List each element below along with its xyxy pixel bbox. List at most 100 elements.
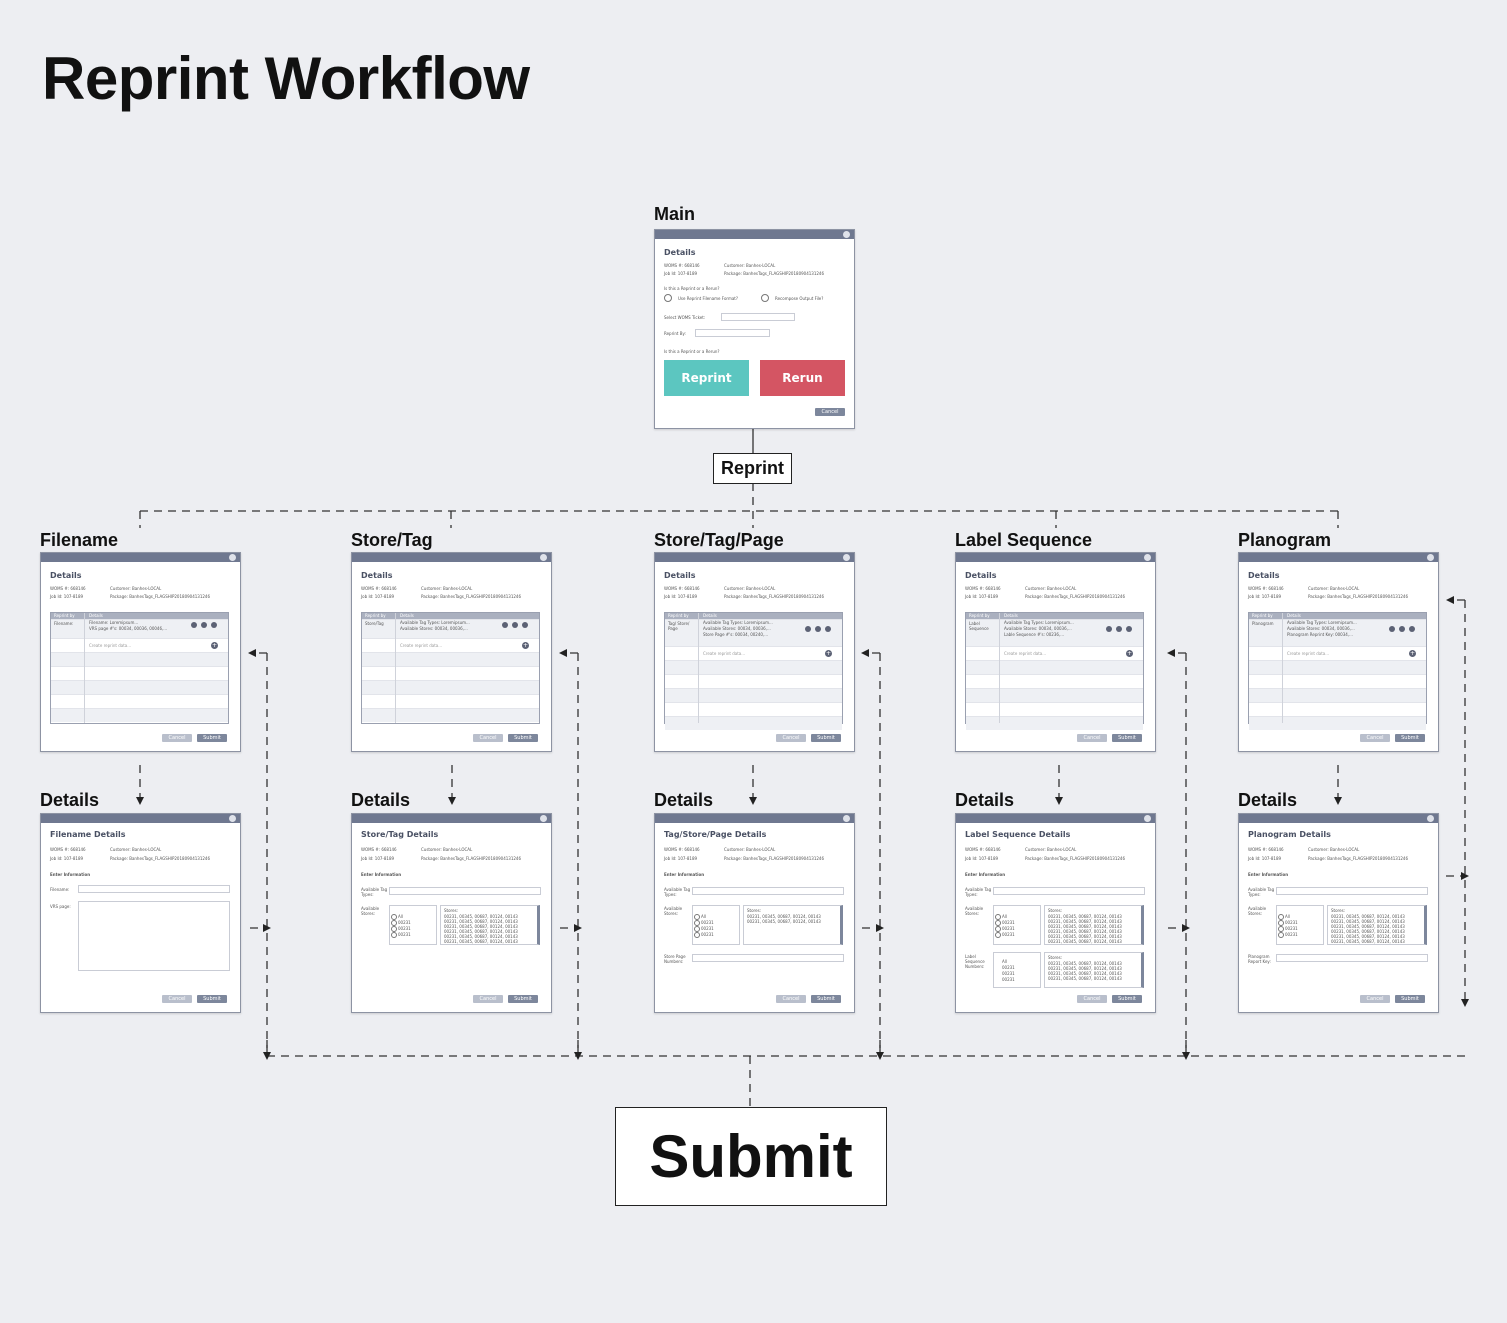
store-radio[interactable] <box>1278 926 1284 932</box>
submit-button[interactable]: Submit <box>197 995 227 1003</box>
copy-icon[interactable] <box>1399 626 1405 632</box>
woms-ticket-select[interactable] <box>721 313 795 321</box>
store-option[interactable]: 00231 <box>701 926 714 931</box>
add-icon[interactable]: + <box>211 642 218 649</box>
store-radio[interactable] <box>995 932 1001 938</box>
store-option[interactable]: 00231 <box>1002 932 1015 937</box>
store-option[interactable]: 00231 <box>398 932 411 937</box>
add-icon[interactable]: + <box>1409 650 1416 657</box>
radio-recompose[interactable] <box>761 294 769 302</box>
submit-button[interactable]: Submit <box>811 995 841 1003</box>
tag-types-select[interactable] <box>1276 887 1428 895</box>
radio-reprint-filename[interactable] <box>664 294 672 302</box>
add-icon[interactable]: + <box>522 642 529 649</box>
store-option[interactable]: All <box>398 914 403 919</box>
copy-icon[interactable] <box>815 626 821 632</box>
window-close-icon[interactable] <box>540 554 547 561</box>
store-radio[interactable] <box>391 920 397 926</box>
delete-icon[interactable] <box>1126 626 1132 632</box>
window-close-icon[interactable] <box>229 815 236 822</box>
reprint-by-select[interactable] <box>695 329 770 337</box>
store-radio[interactable] <box>995 926 1001 932</box>
store-radio[interactable] <box>1278 932 1284 938</box>
submit-button[interactable]: Submit <box>508 734 538 742</box>
store-option[interactable]: 00231 <box>1285 920 1298 925</box>
window-close-icon[interactable] <box>1427 815 1434 822</box>
table-row[interactable] <box>966 619 1143 646</box>
store-radio[interactable] <box>391 932 397 938</box>
view-icon[interactable] <box>191 622 197 628</box>
window-close-icon[interactable] <box>540 815 547 822</box>
rerun-button[interactable]: Rerun <box>760 360 845 396</box>
view-icon[interactable] <box>805 626 811 632</box>
cancel-button[interactable]: Cancel <box>776 995 806 1003</box>
submit-button[interactable]: Submit <box>1395 995 1425 1003</box>
table-row[interactable] <box>51 619 228 638</box>
delete-icon[interactable] <box>522 622 528 628</box>
filename-select[interactable] <box>78 885 230 893</box>
submit-button[interactable]: Submit <box>197 734 227 742</box>
table-row[interactable] <box>362 619 539 638</box>
tag-types-select[interactable] <box>692 887 844 895</box>
stores-list[interactable]: Stores:00231, 00345, 00687, 00124, 00143… <box>1044 905 1144 945</box>
submit-button[interactable]: Submit <box>1395 734 1425 742</box>
stores-list[interactable]: Stores:00231, 00345, 00687, 00124, 00143… <box>743 905 843 945</box>
store-radio[interactable] <box>995 920 1001 926</box>
cancel-button[interactable]: Cancel <box>815 408 845 416</box>
store-option[interactable]: 00231 <box>701 932 714 937</box>
store-option[interactable]: 00231 <box>1285 926 1298 931</box>
window-close-icon[interactable] <box>843 231 850 238</box>
tag-types-select[interactable] <box>993 887 1145 895</box>
store-option[interactable]: 00231 <box>701 920 714 925</box>
window-close-icon[interactable] <box>843 815 850 822</box>
store-radio[interactable] <box>1278 914 1284 920</box>
cancel-button[interactable]: Cancel <box>1360 995 1390 1003</box>
cancel-button[interactable]: Cancel <box>1077 734 1107 742</box>
submit-button[interactable]: Submit <box>1112 734 1142 742</box>
reprint-button[interactable]: Reprint <box>664 360 749 396</box>
window-close-icon[interactable] <box>229 554 236 561</box>
store-option[interactable]: 00231 <box>398 926 411 931</box>
window-close-icon[interactable] <box>1427 554 1434 561</box>
store-option[interactable]: 00231 <box>398 920 411 925</box>
stores-list[interactable]: Stores:00231, 00345, 00687, 00124, 00143… <box>1327 905 1427 945</box>
cancel-button[interactable]: Cancel <box>776 734 806 742</box>
seq-option[interactable]: 00231 <box>1002 965 1015 970</box>
delete-icon[interactable] <box>1409 626 1415 632</box>
store-option[interactable]: All <box>701 914 706 919</box>
store-radio[interactable] <box>694 932 700 938</box>
copy-icon[interactable] <box>1116 626 1122 632</box>
label-seq-list[interactable]: Stores:00231, 00345, 00687, 00124, 00143… <box>1044 952 1144 988</box>
copy-icon[interactable] <box>201 622 207 628</box>
cancel-button[interactable]: Cancel <box>473 734 503 742</box>
add-icon[interactable]: + <box>1126 650 1133 657</box>
store-radio[interactable] <box>995 914 1001 920</box>
store-radio[interactable] <box>694 920 700 926</box>
cancel-button[interactable]: Cancel <box>473 995 503 1003</box>
cancel-button[interactable]: Cancel <box>1360 734 1390 742</box>
store-option[interactable]: 00231 <box>1002 920 1015 925</box>
store-option[interactable]: All <box>1285 914 1290 919</box>
view-icon[interactable] <box>1389 626 1395 632</box>
copy-icon[interactable] <box>512 622 518 628</box>
cancel-button[interactable]: Cancel <box>162 734 192 742</box>
window-close-icon[interactable] <box>843 554 850 561</box>
submit-button[interactable]: Submit <box>1112 995 1142 1003</box>
table-row[interactable] <box>1249 619 1426 646</box>
window-close-icon[interactable] <box>1144 815 1151 822</box>
store-option[interactable]: 00231 <box>1002 926 1015 931</box>
view-icon[interactable] <box>1106 626 1112 632</box>
cancel-button[interactable]: Cancel <box>1077 995 1107 1003</box>
stores-list[interactable]: Stores:00231, 00345, 00687, 00124, 00143… <box>440 905 540 945</box>
vrs-page-textarea[interactable] <box>78 901 230 971</box>
table-row[interactable] <box>665 619 842 646</box>
store-option[interactable]: All <box>1002 914 1007 919</box>
store-radio[interactable] <box>1278 920 1284 926</box>
field-3-select[interactable] <box>1276 954 1428 962</box>
store-radio[interactable] <box>694 926 700 932</box>
seq-option[interactable]: 00231 <box>1002 977 1015 982</box>
